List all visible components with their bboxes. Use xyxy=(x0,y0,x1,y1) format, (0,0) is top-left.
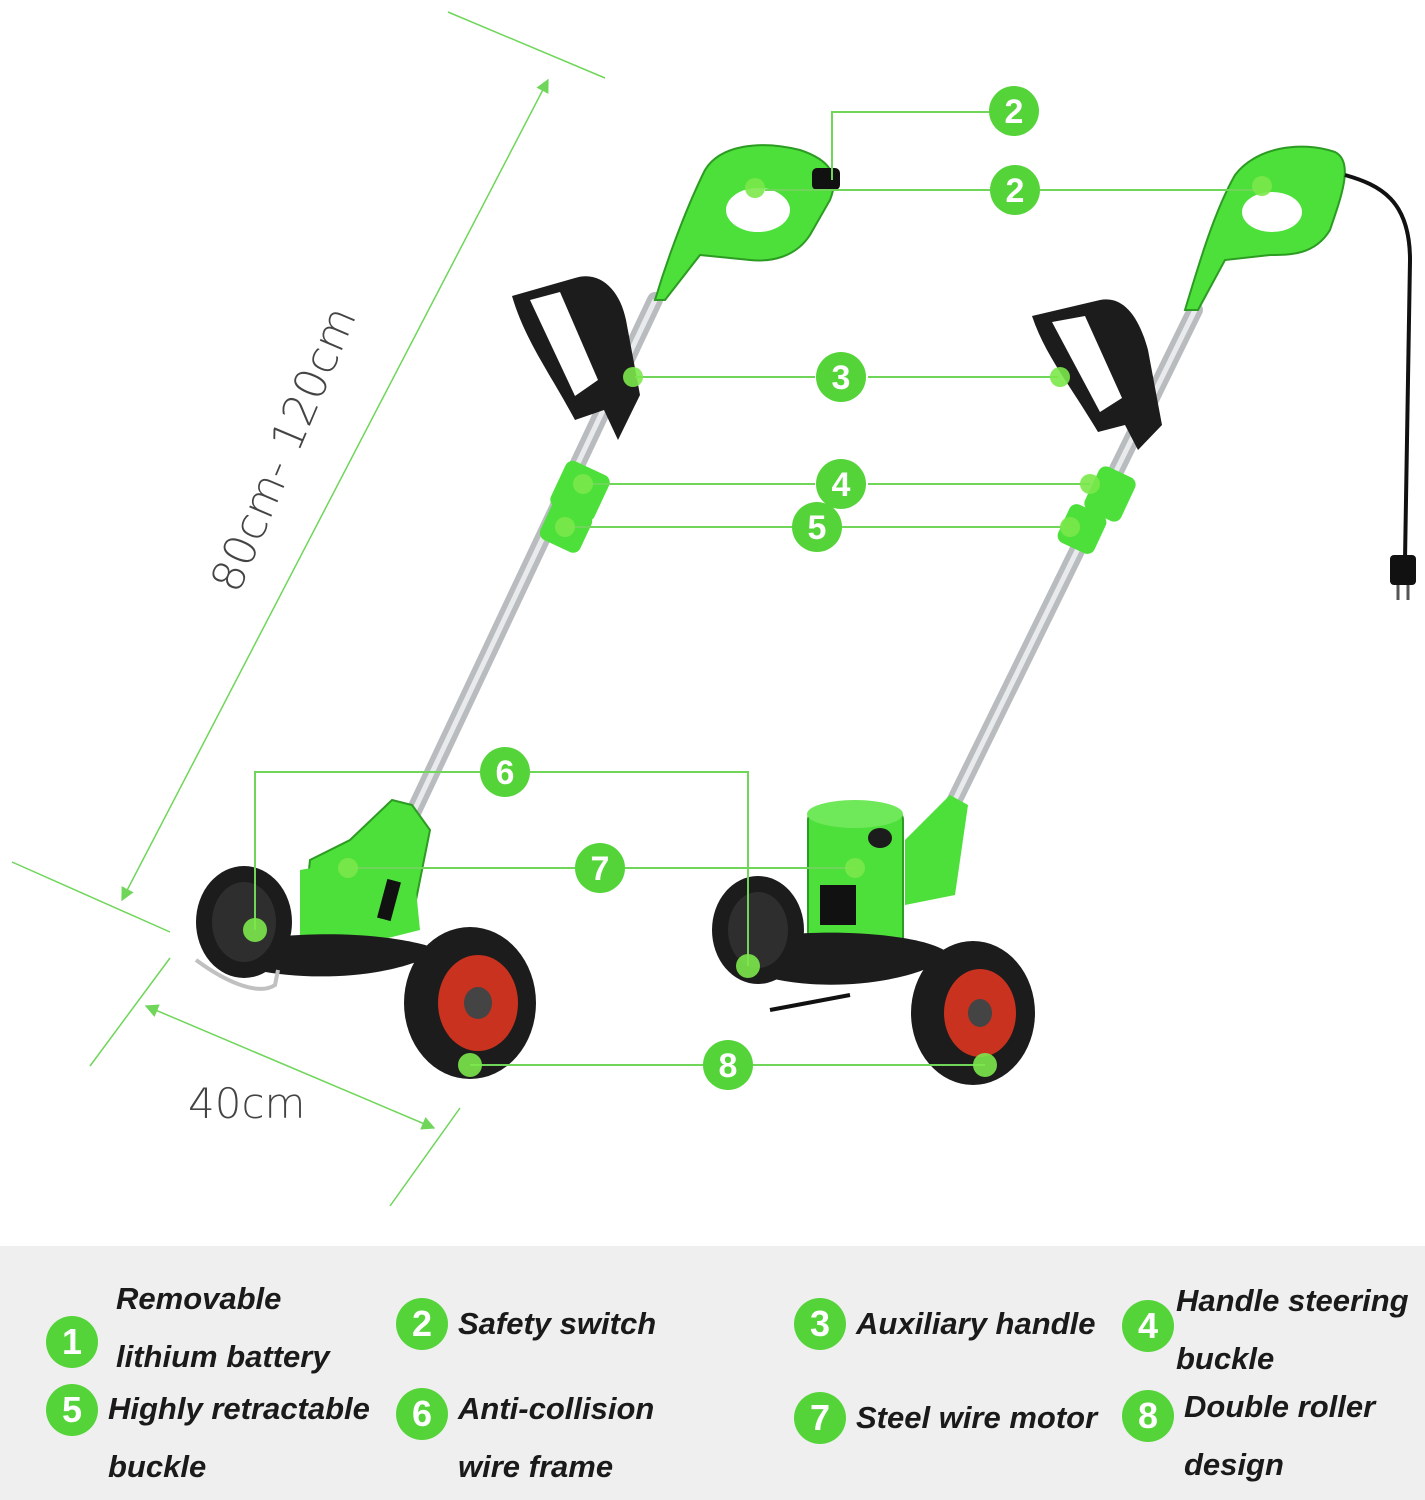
legend-label: Anti-collision wire frame xyxy=(458,1391,655,1484)
callout-badge: 5 xyxy=(792,502,842,552)
legend-badge: 4 xyxy=(1122,1300,1174,1352)
callout-markers xyxy=(243,176,1272,1077)
legend-badge: 6 xyxy=(396,1388,448,1440)
legend-badge: 1 xyxy=(46,1316,98,1368)
legend-item-5: 5 Highly retractable buckle xyxy=(46,1380,370,1496)
callout-badge: 4 xyxy=(816,459,866,509)
svg-text:2: 2 xyxy=(1006,172,1025,210)
product-diagram: 80cm- 120cm 40cm xyxy=(11,11,1416,1207)
legend-label: Steel wire motor xyxy=(856,1400,1098,1435)
legend-label: Removable lithium battery xyxy=(116,1281,330,1374)
width-arrow-icon xyxy=(144,1004,436,1130)
svg-text:7: 7 xyxy=(591,850,610,888)
callout-badge: 2 xyxy=(990,165,1040,215)
svg-text:4: 4 xyxy=(832,466,851,504)
legend-badge: 3 xyxy=(794,1298,846,1350)
legend-item-7: 7 Steel wire motor xyxy=(794,1392,1097,1444)
callout-badge: 6 xyxy=(480,747,530,797)
legend-item-4: 4 Handle steering buckle xyxy=(1122,1272,1409,1388)
svg-text:6: 6 xyxy=(496,754,515,792)
width-label: 40cm xyxy=(188,1079,305,1128)
svg-text:5: 5 xyxy=(808,509,827,547)
legend-badge: 7 xyxy=(794,1392,846,1444)
svg-text:2: 2 xyxy=(1005,93,1024,131)
legend-item-3: 3 Auxiliary handle xyxy=(794,1298,1095,1350)
callout-badge: 2 xyxy=(989,86,1039,136)
callout-badge: 3 xyxy=(816,352,866,402)
callout-badge: 7 xyxy=(575,843,625,893)
feature-legend: 1 Removable lithium battery 2 Safety swi… xyxy=(0,1246,1425,1500)
height-arrow-icon xyxy=(121,78,549,902)
legend-badge: 2 xyxy=(396,1298,448,1350)
legend-item-8: 8 Double roller design xyxy=(1122,1378,1375,1494)
trimmer-cordless xyxy=(194,144,840,1079)
legend-item-6: 6 Anti-collision wire frame xyxy=(396,1380,654,1496)
svg-text:3: 3 xyxy=(832,359,851,397)
callout-badges: 2 2 3 4 5 6 7 8 xyxy=(480,86,1040,1090)
legend-label: Safety switch xyxy=(458,1306,657,1341)
legend-label: Double roller design xyxy=(1184,1389,1376,1482)
legend-label: Handle steering buckle xyxy=(1176,1283,1409,1376)
trimmer-corded xyxy=(712,145,1416,1085)
legend-label: Highly retractable buckle xyxy=(108,1391,370,1484)
legend-badge: 8 xyxy=(1122,1390,1174,1442)
width-dimension: 40cm xyxy=(89,957,461,1207)
legend-item-2: 2 Safety switch xyxy=(396,1298,656,1350)
legend-item-1: 1 Removable lithium battery xyxy=(46,1270,330,1386)
height-label: 80cm- 120cm xyxy=(201,300,367,600)
legend-badge: 5 xyxy=(46,1384,98,1436)
legend-label: Auxiliary handle xyxy=(856,1306,1096,1341)
svg-text:8: 8 xyxy=(719,1047,738,1085)
callout-badge: 8 xyxy=(703,1040,753,1090)
callout-lines xyxy=(254,111,1255,1066)
